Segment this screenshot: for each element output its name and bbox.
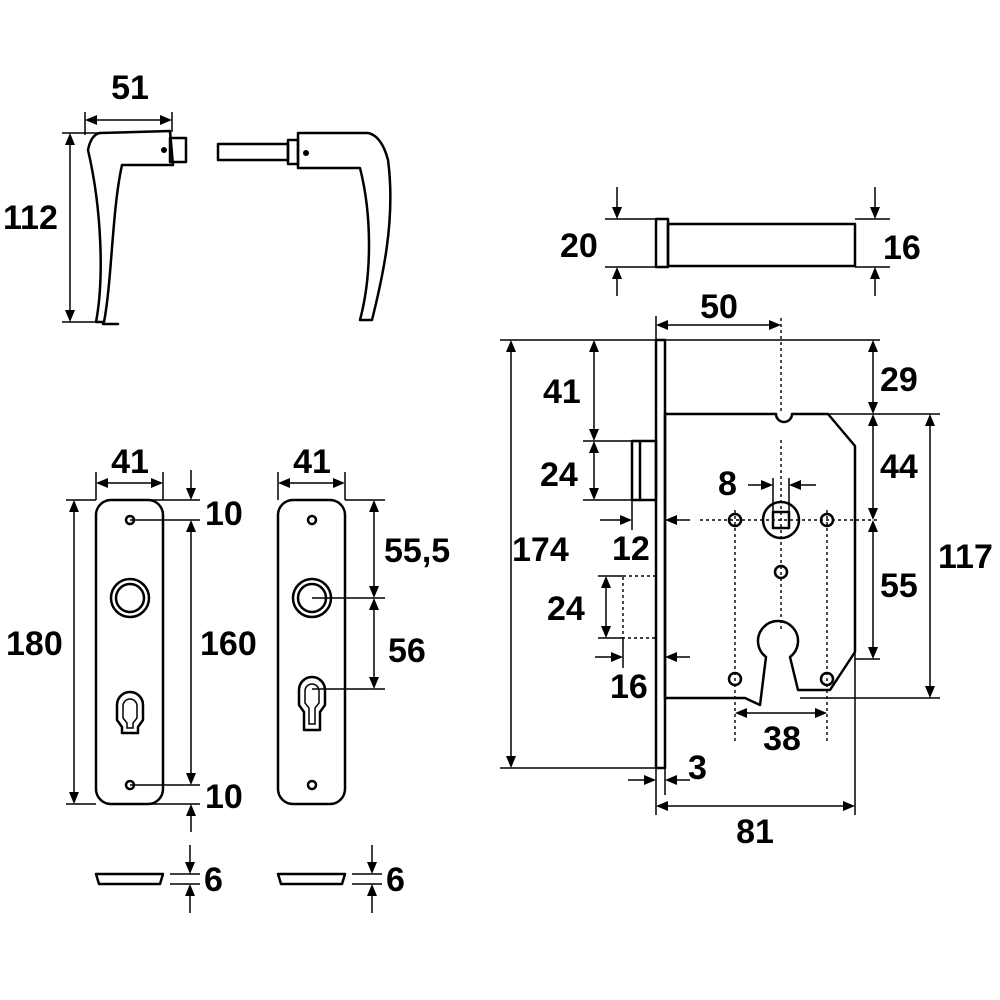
dim-right-vertical xyxy=(665,339,940,660)
dim-spindle-square xyxy=(748,478,816,512)
handle-width-label: 51 xyxy=(111,69,149,107)
plate-right-spindle-cylinder-label: 56 xyxy=(388,632,426,670)
fixing-hole-icon xyxy=(306,514,318,526)
dim-faceplate-height xyxy=(500,339,656,769)
handle-screw-icon xyxy=(161,147,167,153)
dim-body-height xyxy=(800,414,940,699)
cylinder-hole-icon xyxy=(297,675,327,732)
dim-handle-width xyxy=(84,112,173,135)
dim-latch-projection xyxy=(600,500,690,530)
dim-plate-right-width xyxy=(277,472,346,500)
backset-label: 50 xyxy=(700,288,738,326)
body-height-label: 117 xyxy=(938,538,993,576)
handle-height-label: 112 xyxy=(3,199,58,237)
latch-height-label: 24 xyxy=(540,456,578,494)
plate-right-width-label: 41 xyxy=(293,443,331,481)
spindle xyxy=(605,187,890,296)
dim-faceplate-thickness xyxy=(628,768,690,795)
spindle-square-label: 16 xyxy=(883,229,921,267)
dim-plate-right-holes xyxy=(312,499,385,690)
spindle-to-cylinder-label: 55 xyxy=(880,567,918,605)
handle-left xyxy=(86,129,188,326)
dim-plate-left-holes xyxy=(130,470,200,832)
faceplate-height-label: 174 xyxy=(512,531,569,569)
plate-left-section xyxy=(94,845,200,913)
top-to-latch-label: 41 xyxy=(543,373,581,411)
dim-body-depth xyxy=(655,652,856,815)
dim-fixing-spacing xyxy=(735,708,827,718)
spindle-hole-icon xyxy=(109,577,151,619)
plate-left-bottom-offset-label: 10 xyxy=(205,778,243,816)
plate-left-top-offset-label: 10 xyxy=(205,495,243,533)
mortise-lock xyxy=(622,318,880,770)
plate-left-thickness-label: 6 xyxy=(204,861,223,899)
spindle-square-size-label: 8 xyxy=(718,465,737,503)
dim-deadbolt-projection xyxy=(595,638,690,668)
dim-deadbolt-height xyxy=(598,575,623,639)
escutcheon-right xyxy=(276,498,347,806)
handle-right xyxy=(216,131,392,322)
plate-left-hole-spacing-label: 160 xyxy=(200,625,257,663)
dim-handle-height xyxy=(62,132,100,323)
plate-right-section xyxy=(276,845,382,913)
handle-screw-icon xyxy=(303,150,309,156)
dim-backset xyxy=(655,316,781,340)
spindle-length-label: 20 xyxy=(560,227,598,265)
deadbolt xyxy=(622,575,657,639)
body-top-offset-label: 29 xyxy=(880,361,918,399)
plate-left-height-label: 180 xyxy=(6,625,63,663)
escutcheon-left xyxy=(94,498,165,806)
dim-latch-position xyxy=(583,340,632,501)
dim-plate-left-height xyxy=(66,499,96,805)
latch-bolt xyxy=(630,439,658,502)
plate-right-to-spindle-label: 55,5 xyxy=(384,532,450,570)
fixing-spacing-label: 38 xyxy=(763,720,801,758)
body-depth-label: 81 xyxy=(736,813,774,851)
dim-plate-left-width xyxy=(95,472,164,500)
cylinder-hole-icon xyxy=(115,690,145,735)
plate-right-thickness-label: 6 xyxy=(386,861,405,899)
fixing-hole-icon xyxy=(306,779,318,791)
latch-projection-label: 12 xyxy=(612,530,650,568)
deadbolt-projection-label: 16 xyxy=(610,668,648,706)
top-to-spindle-label: 44 xyxy=(880,448,918,486)
fixing-hole-icon xyxy=(727,512,743,528)
plate-left-width-label: 41 xyxy=(111,443,149,481)
deadbolt-height-label: 24 xyxy=(547,590,585,628)
faceplate-thickness-label: 3 xyxy=(688,749,707,787)
